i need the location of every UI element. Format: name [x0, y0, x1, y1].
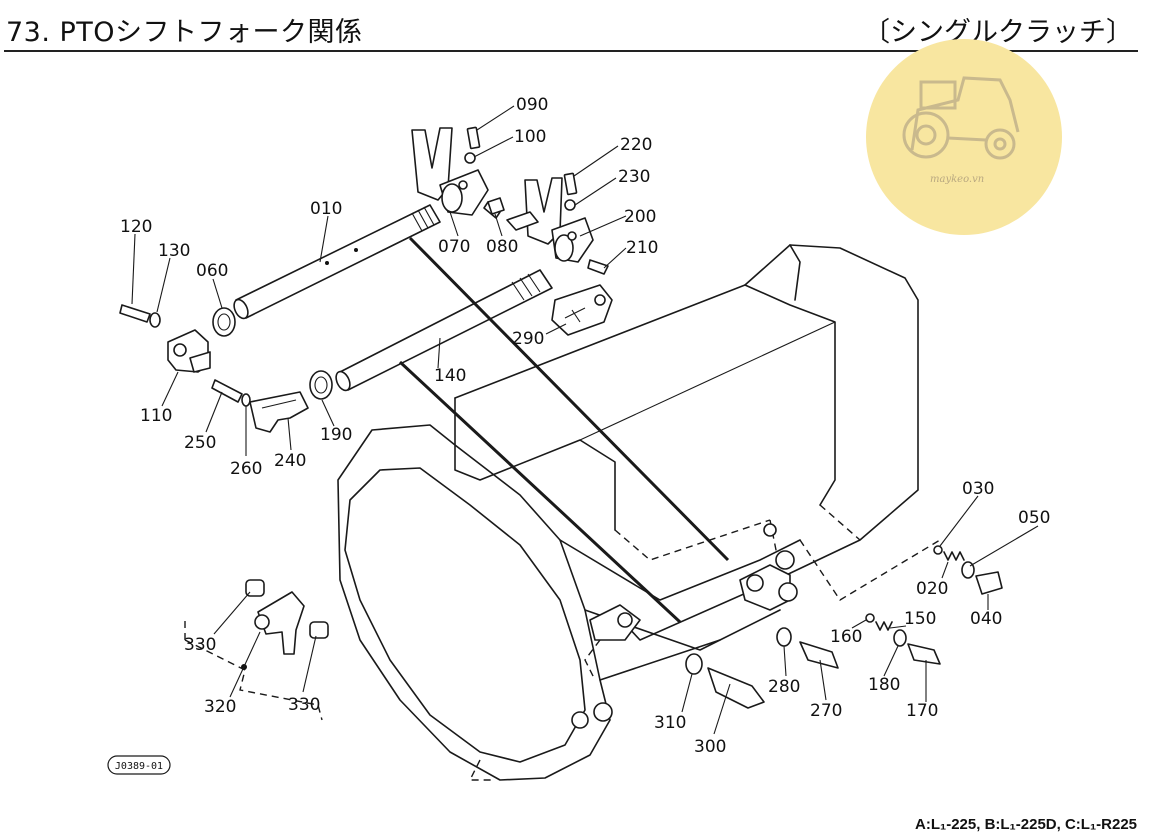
part-label: 030	[962, 479, 994, 499]
part-label: 180	[868, 675, 900, 695]
part-label: 150	[904, 609, 936, 629]
part-label: 330	[288, 695, 320, 715]
part-label: 230	[618, 167, 650, 187]
part-label: 330	[184, 635, 216, 655]
part-label: 250	[184, 433, 216, 453]
part-label: 160	[830, 627, 862, 647]
applicable-models: A:L₁-225, B:L₁-225D, C:L₁-R225	[915, 816, 1137, 833]
part-label: 110	[140, 406, 172, 426]
part-label: 140	[434, 366, 466, 386]
small-parts	[119, 126, 1003, 709]
bracket-240	[249, 391, 309, 433]
part-label: 010	[310, 199, 342, 219]
variant-subtitle: 〔シングルクラッチ〕	[863, 17, 1133, 48]
part-label: 170	[906, 701, 938, 721]
part-label: 090	[516, 95, 548, 115]
part-label: 210	[626, 238, 658, 258]
tractor-icon	[902, 76, 1020, 160]
part-label: 070	[438, 237, 470, 257]
page-title: 73. PTOシフトフォーク関係	[6, 17, 363, 48]
transmission-case	[337, 244, 941, 781]
title-underline	[4, 50, 1138, 52]
detent-holder-110	[167, 329, 211, 373]
watermark-text: maykeo.vn	[930, 174, 984, 185]
part-label: 050	[1018, 508, 1050, 528]
diagram-code-badge: J0389-01	[107, 755, 171, 775]
shift-fork-070	[411, 127, 501, 219]
part-label: 280	[768, 677, 800, 697]
diagram-code: J0389-01	[115, 761, 163, 772]
part-label: 260	[230, 459, 262, 479]
part-label: 270	[810, 701, 842, 721]
part-label: 320	[204, 697, 236, 717]
plate-290	[551, 284, 613, 336]
watermark-stamp: maykeo.vn	[866, 39, 1062, 235]
part-label: 240	[274, 451, 306, 471]
part-label: 100	[514, 127, 546, 147]
leader-lines	[131, 105, 1039, 735]
part-label: 040	[970, 609, 1002, 629]
shift-rod-010	[233, 204, 441, 320]
part-label: 190	[320, 425, 352, 445]
shift-fork-200	[506, 177, 609, 275]
part-label: 120	[120, 217, 152, 237]
part-labels: 010 020 030 040 050 060 070 080 090 100 …	[120, 95, 1050, 757]
part-label: 310	[654, 713, 686, 733]
part-label: 290	[512, 329, 544, 349]
shift-rod-140	[335, 269, 553, 392]
assembly-guide-lines	[184, 236, 730, 721]
part-label: 130	[158, 241, 190, 261]
part-label: 220	[620, 135, 652, 155]
part-label: 060	[196, 261, 228, 281]
part-label: 300	[694, 737, 726, 757]
part-label: 080	[486, 237, 518, 257]
part-label: 020	[916, 579, 948, 599]
part-label: 200	[624, 207, 656, 227]
